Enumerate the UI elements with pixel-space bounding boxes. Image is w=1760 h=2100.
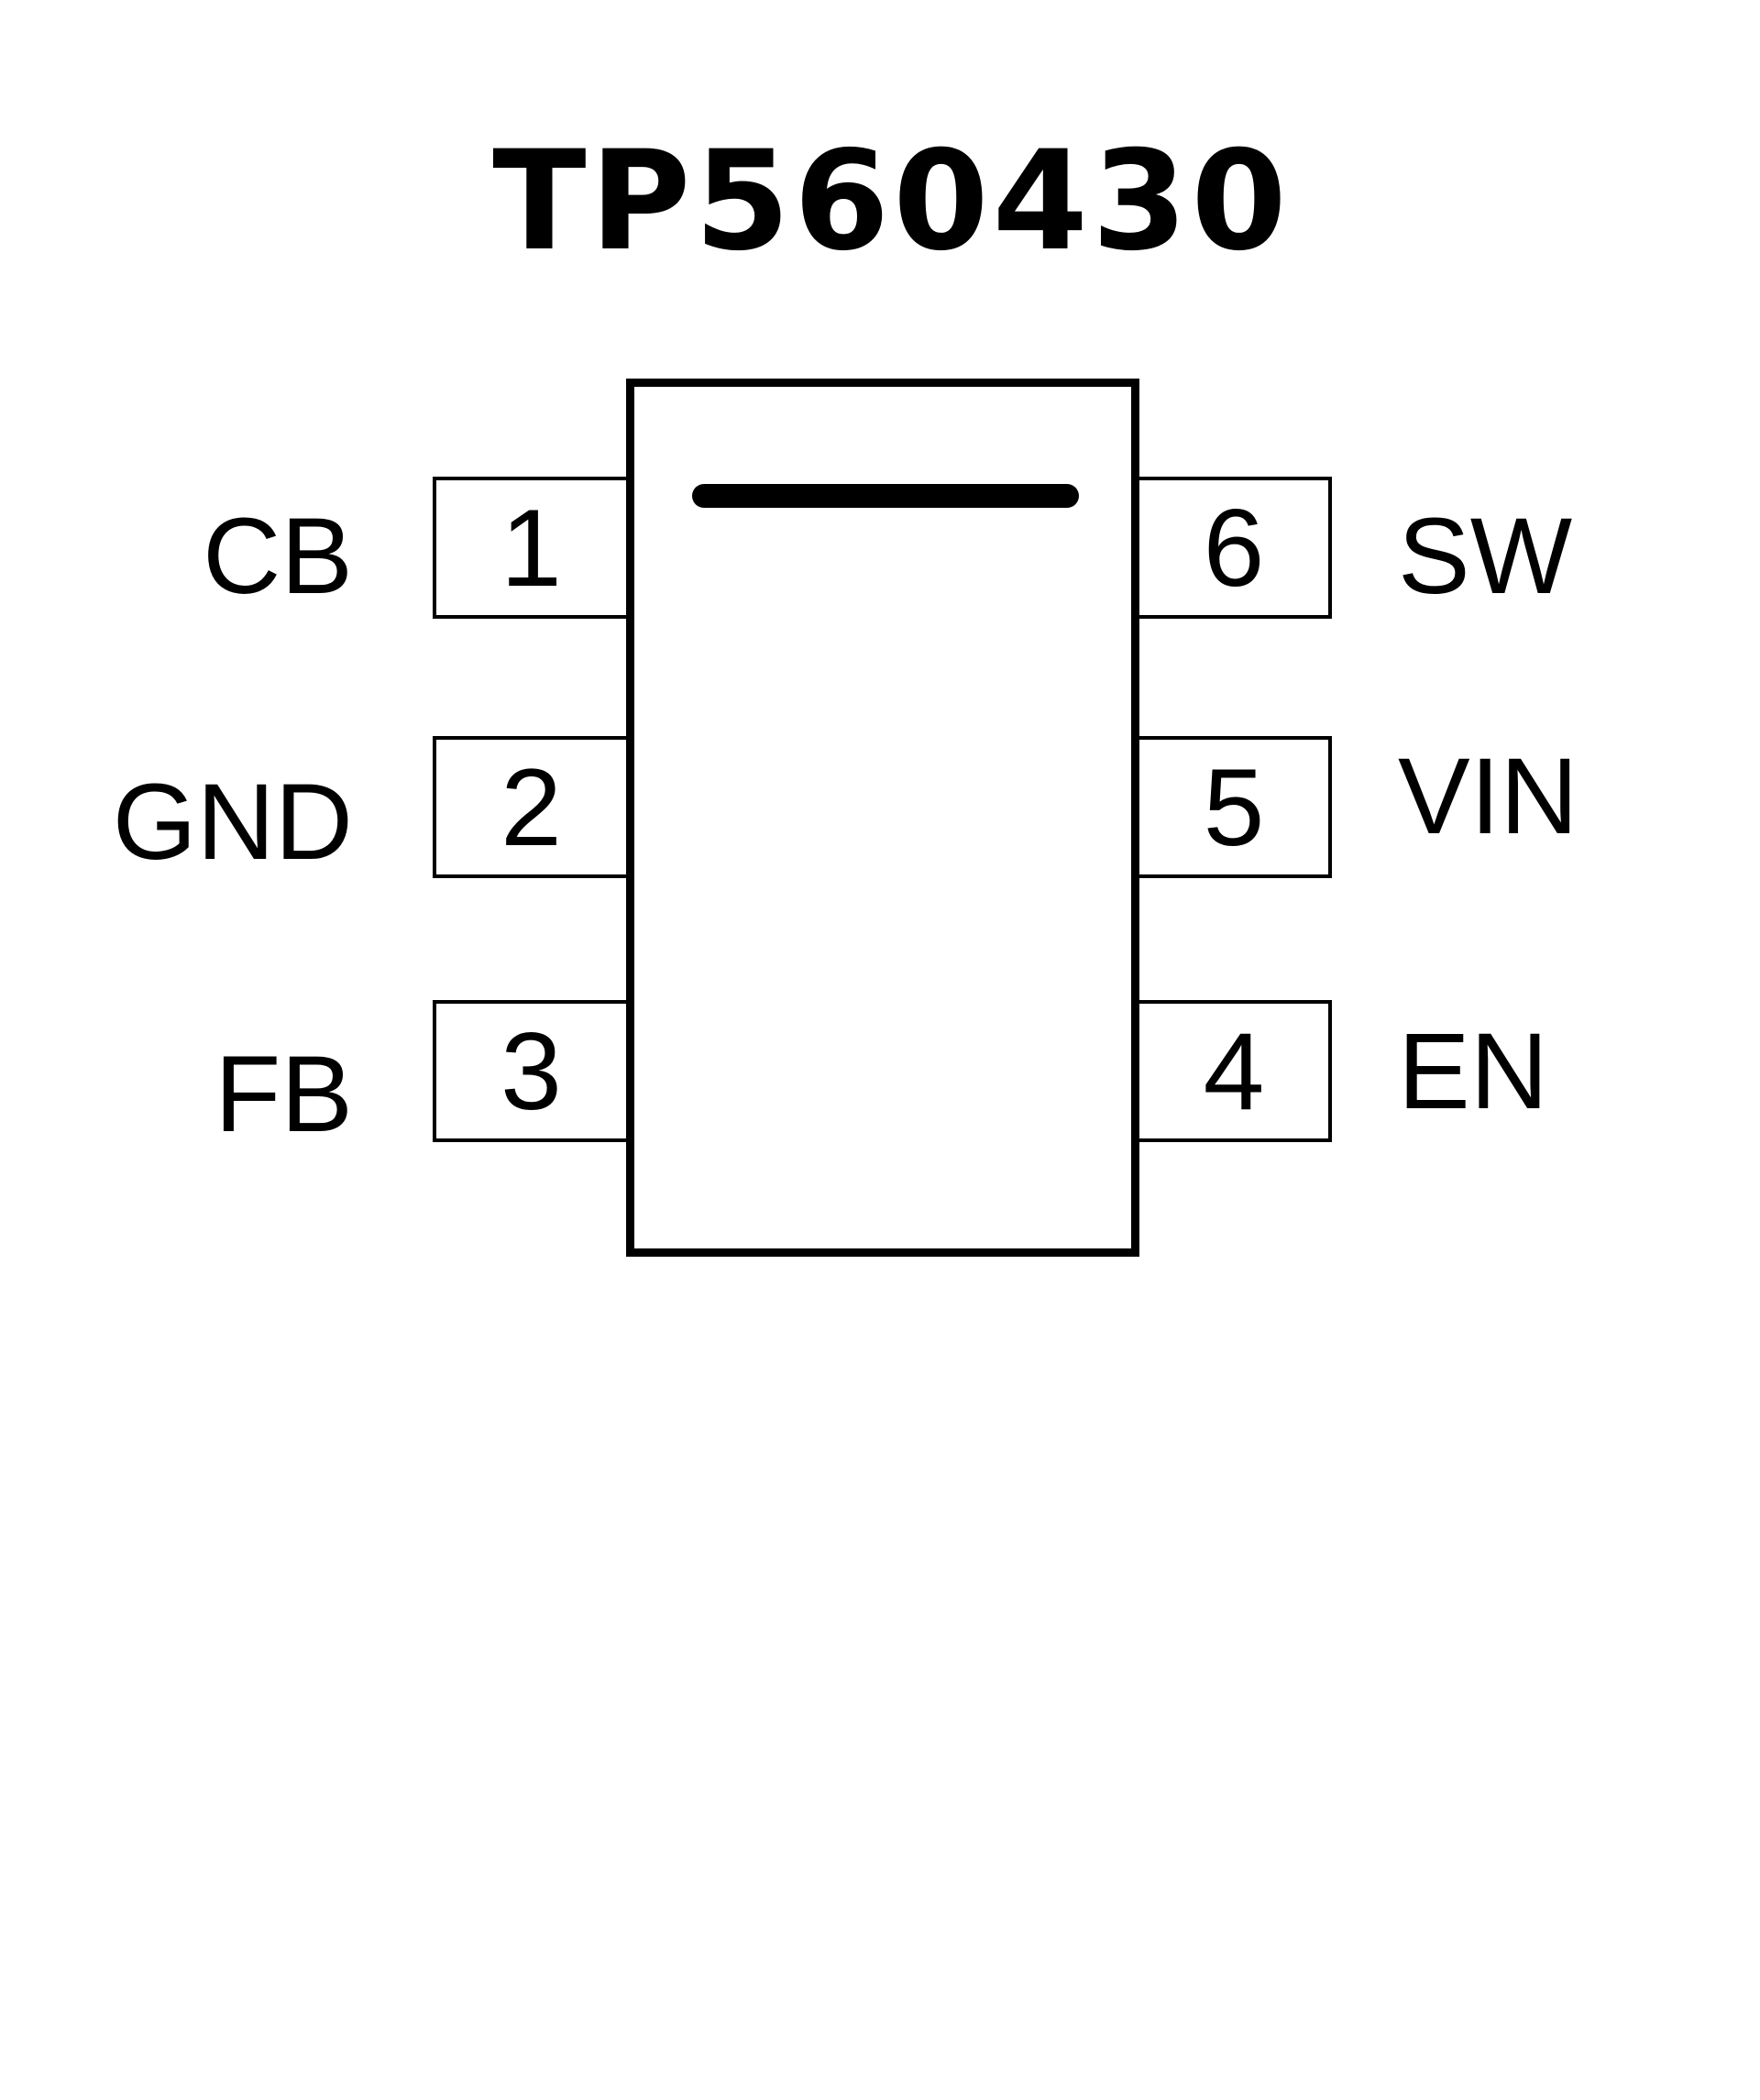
pin1-orientation-bar bbox=[692, 484, 1079, 508]
pin-number: 3 bbox=[500, 1009, 562, 1133]
pin-label-cb: CB bbox=[203, 496, 353, 617]
pin-5: 5 bbox=[1139, 736, 1332, 878]
pin-6: 6 bbox=[1139, 477, 1332, 619]
pin-label-gnd: GND bbox=[112, 762, 353, 883]
pin-label-fb: FB bbox=[214, 1034, 353, 1155]
pin-label-vin: VIN bbox=[1398, 736, 1578, 857]
pin-number: 1 bbox=[500, 486, 562, 610]
pin-number: 2 bbox=[500, 745, 562, 869]
pin-1: 1 bbox=[433, 477, 626, 619]
pin-4: 4 bbox=[1139, 1000, 1332, 1142]
pin-label-sw: SW bbox=[1398, 496, 1573, 617]
pin-number: 5 bbox=[1203, 745, 1265, 869]
pin-2: 2 bbox=[433, 736, 626, 878]
part-number-title: TP560430 bbox=[492, 122, 1291, 281]
pin-3: 3 bbox=[433, 1000, 626, 1142]
pin-number: 4 bbox=[1203, 1009, 1265, 1133]
pin-label-en: EN bbox=[1398, 1011, 1548, 1132]
pin-number: 6 bbox=[1203, 486, 1265, 610]
chip-body bbox=[626, 379, 1139, 1257]
